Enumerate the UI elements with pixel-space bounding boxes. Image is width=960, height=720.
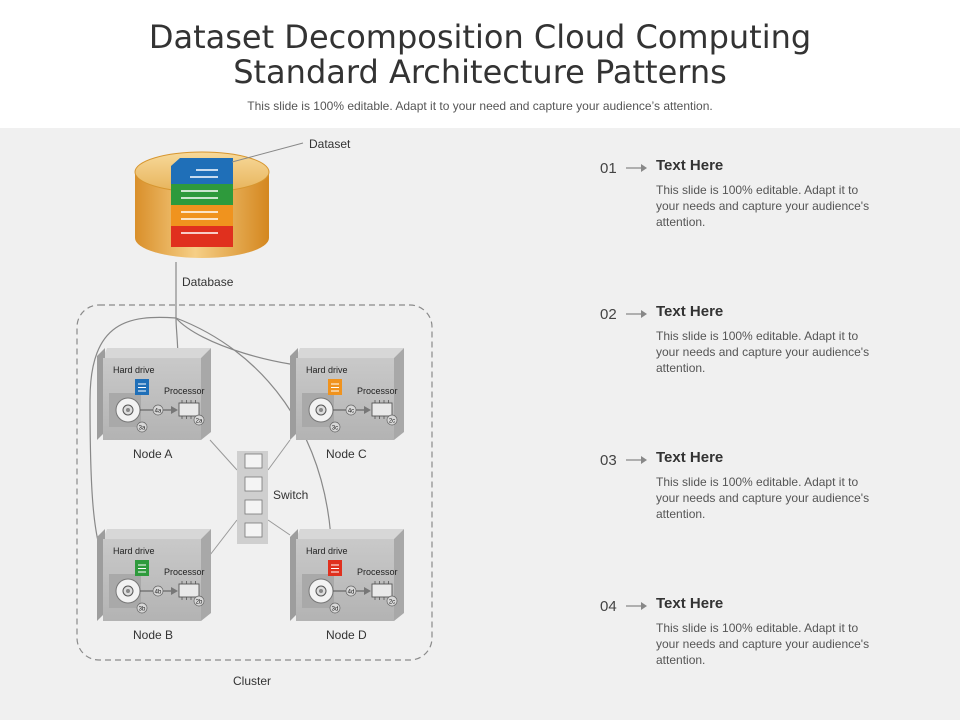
node-c-name: Node C [326, 447, 367, 461]
step-number: 04 [600, 598, 617, 615]
node-a-name: Node A [133, 447, 173, 461]
cpu-tag [386, 595, 398, 607]
cpu-tag [193, 595, 205, 607]
cluster-label: Cluster [233, 674, 272, 688]
cluster-boundary [76, 304, 433, 661]
disk-tag-label: 3d [332, 607, 339, 613]
dataset-callout-line [231, 142, 304, 163]
node-b-name: Node B [133, 628, 174, 642]
node-d-hard-drive-label: Hard drive [306, 546, 348, 556]
node-c-hard-drive-label: Hard drive [306, 365, 348, 375]
switch-icon [237, 451, 268, 544]
cpu-tag-label: 2b [196, 600, 203, 606]
node-c-box: 4c 3c 2c [290, 348, 404, 440]
node-d-box: 4d 3d 2c [290, 529, 404, 621]
slide-title: Dataset Decomposition Cloud Computing St… [0, 20, 960, 90]
arrow-right-icon [626, 164, 647, 172]
switch-label: Switch [273, 488, 309, 502]
link-tag-label: 4b [155, 590, 162, 596]
cpu-tag-label: 2c [389, 419, 395, 425]
arrow-right-icon [626, 310, 647, 318]
node-a-processor-label: Processor [164, 386, 205, 396]
database-label: Database [182, 275, 234, 289]
title-line-1: Dataset Decomposition Cloud Computing [148, 18, 812, 56]
step-title: Text Here [656, 303, 724, 320]
node-b-box: 4b 3b 2b [97, 529, 211, 621]
cpu-tag-label: 2a [196, 419, 203, 425]
step-body: This slide is 100% editable. Adapt it to… [656, 329, 870, 375]
node-c-processor-label: Processor [357, 386, 398, 396]
disk-tag [136, 602, 148, 614]
step-title: Text Here [656, 157, 724, 174]
database-cylinder [134, 151, 270, 258]
switch-connections [209, 439, 291, 556]
title-line-2: Standard Architecture Patterns [233, 53, 727, 91]
node-d-processor-label: Processor [357, 567, 398, 577]
disk-tag [136, 421, 148, 433]
processor-chip-icon [178, 583, 200, 598]
step-number: 01 [600, 160, 617, 177]
node-a-hard-drive-label: Hard drive [113, 365, 155, 375]
link-tag [345, 585, 357, 597]
dataset-label: Dataset [309, 137, 351, 151]
step-number: 02 [600, 306, 617, 323]
slide-subtitle: This slide is 100% editable. Adapt it to… [247, 99, 713, 113]
step-body: This slide is 100% editable. Adapt it to… [656, 183, 870, 229]
step-number: 03 [600, 452, 617, 469]
slide-header: Dataset Decomposition Cloud Computing St… [0, 0, 960, 128]
processor-chip-icon [371, 402, 393, 417]
node-b-hard-drive-label: Hard drive [113, 546, 155, 556]
arrow-right-icon [626, 456, 647, 464]
disk-tag-label: 3c [332, 426, 338, 432]
disk-tag [329, 602, 341, 614]
step-body: This slide is 100% editable. Adapt it to… [656, 621, 870, 667]
disk-tag-label: 3b [139, 607, 146, 613]
step-body: This slide is 100% editable. Adapt it to… [656, 475, 870, 521]
arrow-right-icon [626, 602, 647, 610]
processor-chip-icon [371, 583, 393, 598]
processor-chip-icon [178, 402, 200, 417]
node-d-name: Node D [326, 628, 367, 642]
link-tag-label: 4c [348, 409, 354, 415]
step-title: Text Here [656, 595, 724, 612]
link-tag-label: 4d [348, 590, 355, 596]
cpu-tag [386, 414, 398, 426]
cpu-tag-label: 2c [389, 600, 395, 606]
disk-tag-label: 3a [139, 426, 146, 432]
cpu-tag [193, 414, 205, 426]
link-tag [152, 404, 164, 416]
node-b-processor-label: Processor [164, 567, 205, 577]
disk-tag [329, 421, 341, 433]
link-tag [345, 404, 357, 416]
link-tag-label: 4a [155, 409, 162, 415]
step-title: Text Here [656, 449, 724, 466]
link-tag [152, 585, 164, 597]
node-a-box: 4a 3a 2a [97, 348, 211, 440]
dataset-stack-icon [171, 158, 233, 247]
